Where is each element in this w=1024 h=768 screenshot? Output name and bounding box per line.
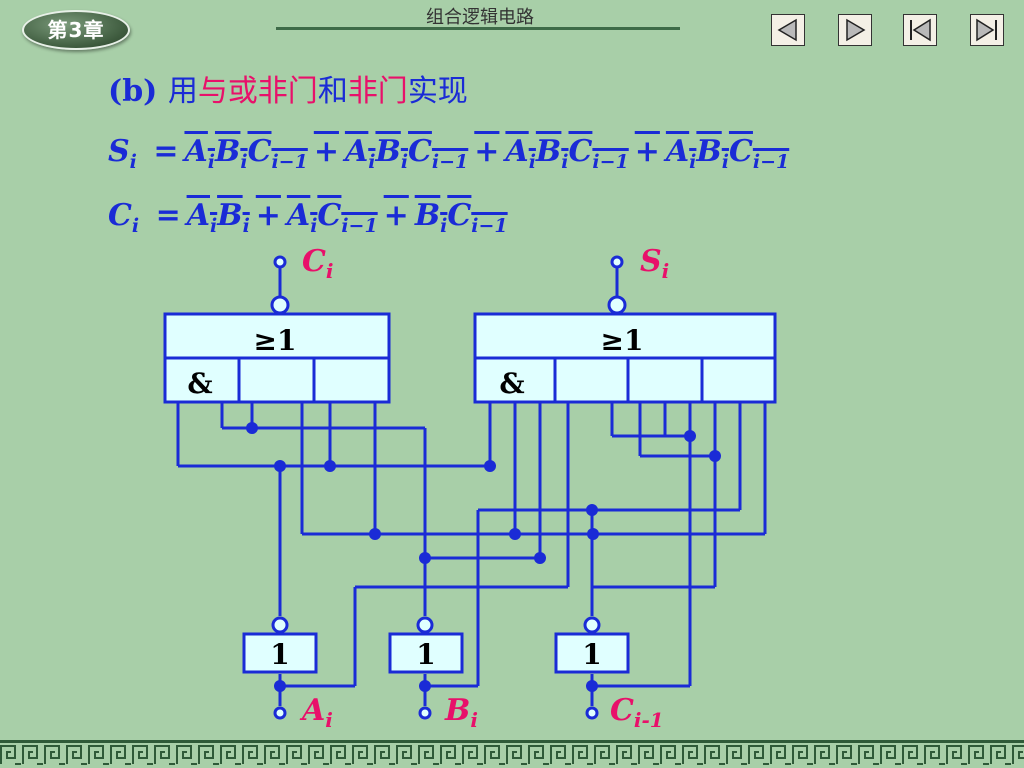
last-icon xyxy=(976,18,997,42)
not-gate-a xyxy=(242,616,318,674)
ci-t1-b-sub: i xyxy=(242,215,250,237)
subtitle-suffix: 实现 xyxy=(407,74,468,109)
formula-si: Si =AiBiCi−1+AiBiCi−1+AiBiCi−1+AiBiCi−1 xyxy=(108,134,789,173)
ci-lhs-sub: i xyxy=(131,215,140,237)
si-plus-1: + xyxy=(313,134,339,169)
ci-t3-b: B xyxy=(414,198,441,233)
aoi-gate-right xyxy=(473,295,777,404)
next-button[interactable] xyxy=(838,14,872,46)
not-gate-c xyxy=(554,616,630,674)
and-symbol-right: & xyxy=(499,367,524,400)
not-gate-b xyxy=(388,616,464,674)
ci-t3-c: C xyxy=(447,198,472,233)
ci-plus-2: + xyxy=(383,198,409,233)
subtitle-prefix: (b) xyxy=(108,74,168,109)
ci-eq: = xyxy=(155,198,181,233)
si-plus-3: + xyxy=(634,134,660,169)
or-symbol-left: ≥1 xyxy=(254,324,297,357)
subtitle-use: 用 xyxy=(167,74,198,109)
chapter-badge: 第3章 xyxy=(22,10,130,50)
si-t4-c: C xyxy=(728,134,753,169)
si-t4-b-sub: i xyxy=(721,151,729,173)
ci-t2-c: C xyxy=(317,198,342,233)
circuit-diagram: ≥1 & ≥1 & 1 1 1 xyxy=(163,255,777,720)
si-lhs: S xyxy=(108,134,130,169)
si-t2-b: B xyxy=(375,134,401,169)
previous-button[interactable] xyxy=(771,14,805,46)
si-t1-c-sub: i−1 xyxy=(271,151,308,173)
terminals xyxy=(273,255,624,720)
formula-ci: Ci =AiBi+AiCi−1+BiCi−1 xyxy=(108,198,508,237)
si-t1-a: A xyxy=(184,134,208,169)
si-lhs-sub: i xyxy=(129,151,137,173)
not-symbol-b: 1 xyxy=(416,638,435,671)
si-overbar-expression: AiBiCi−1+AiBiCi−1+AiBiCi−1+AiBiCi−1 xyxy=(184,134,789,173)
subtitle-and: 和 xyxy=(317,74,348,109)
and-symbol-left: & xyxy=(187,367,212,400)
si-t3-b-sub: i xyxy=(561,151,569,173)
not-symbol-c: 1 xyxy=(582,638,601,671)
ci-t3-b-sub: i xyxy=(440,215,448,237)
ci-t2-a-sub: i xyxy=(310,215,318,237)
next-icon xyxy=(846,18,866,42)
previous-icon xyxy=(777,18,797,42)
wires xyxy=(176,268,767,706)
output-si-label: Si xyxy=(640,244,670,283)
si-t4-a: A xyxy=(665,134,690,169)
si-t4-c-sub: i−1 xyxy=(752,151,790,173)
si-t3-a: A xyxy=(505,134,529,169)
input-b-label: Bi xyxy=(445,693,478,732)
si-t2-a: A xyxy=(344,134,369,169)
ci-t1-a: A xyxy=(186,198,210,233)
output-ci-label: Ci xyxy=(302,244,334,283)
ci-t3-c-sub: i−1 xyxy=(471,215,508,237)
input-c-label: Ci-1 xyxy=(610,693,664,732)
ci-t1-a-sub: i xyxy=(209,215,218,237)
si-t1-b-sub: i xyxy=(240,151,248,173)
input-a-label: Ai xyxy=(302,693,333,732)
not-symbol-a: 1 xyxy=(270,638,289,671)
si-t3-b: B xyxy=(535,134,562,169)
si-t1-a-sub: i xyxy=(207,151,215,173)
ci-t1-b: B xyxy=(217,198,243,233)
si-t2-c-sub: i−1 xyxy=(431,151,469,173)
decorative-border xyxy=(0,740,1024,768)
subtitle-highlight-aoi: 与或非门 xyxy=(197,74,318,109)
page-title: 组合逻辑电路 xyxy=(426,7,534,28)
ci-lhs: C xyxy=(108,198,132,233)
si-t4-b: B xyxy=(696,134,722,169)
ci-t2-c-sub: i−1 xyxy=(341,215,378,237)
si-t2-a-sub: i xyxy=(368,151,376,173)
si-t3-c-sub: i−1 xyxy=(592,151,629,173)
si-t3-a-sub: i xyxy=(528,151,536,173)
first-icon xyxy=(910,18,931,42)
aoi-gate-left xyxy=(163,295,391,404)
first-button[interactable] xyxy=(903,14,937,46)
si-t1-b: B xyxy=(214,134,241,169)
si-t1-c: C xyxy=(247,134,272,169)
si-t4-a-sub: i xyxy=(689,151,697,173)
si-t3-c: C xyxy=(568,134,593,169)
si-t2-c: C xyxy=(408,134,432,169)
ci-overbar-expression: AiBi+AiCi−1+BiCi−1 xyxy=(186,198,508,237)
last-button[interactable] xyxy=(970,14,1004,46)
si-t2-b-sub: i xyxy=(400,151,409,173)
subtitle: (b) 用与或非门和非门实现 xyxy=(108,66,468,110)
junction-dots xyxy=(246,422,721,692)
subtitle-highlight-not: 非门 xyxy=(347,74,408,109)
title-divider xyxy=(276,27,680,30)
si-eq: = xyxy=(153,134,179,169)
ci-plus-1: + xyxy=(255,198,281,233)
ci-t2-a: A xyxy=(286,198,311,233)
si-plus-2: + xyxy=(474,134,500,169)
or-symbol-right: ≥1 xyxy=(601,324,644,357)
